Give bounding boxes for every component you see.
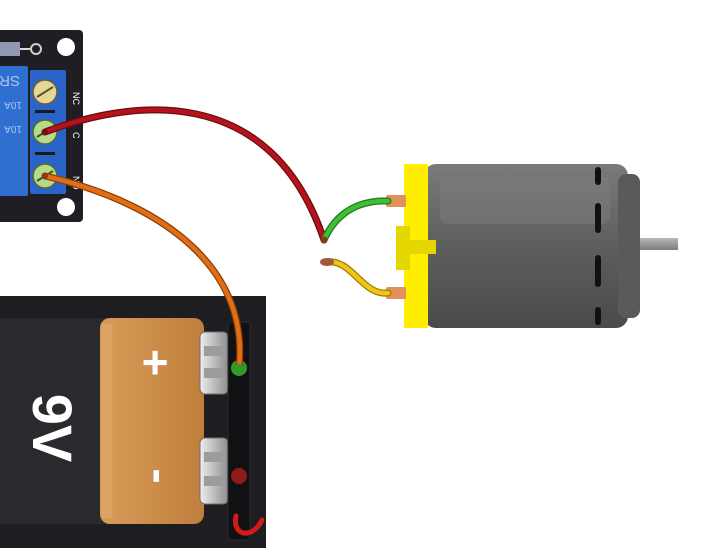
battery-minus-symbol: - xyxy=(134,468,186,483)
motor-tab-bottom xyxy=(386,287,406,299)
wire-end-red xyxy=(42,129,48,135)
battery-terminal-plus xyxy=(199,331,229,395)
motor-lead-yellow-tip xyxy=(320,258,334,266)
snap-red-lead xyxy=(233,513,265,536)
battery-plus-symbol: + xyxy=(142,336,169,388)
wires xyxy=(41,106,392,372)
wire-joint-red-green xyxy=(320,236,328,244)
motor-lead-yellow xyxy=(323,259,391,296)
wire-red xyxy=(42,107,327,243)
terminal-c-label: C xyxy=(71,132,81,139)
terminal-nc-label: NC xyxy=(71,92,81,105)
relay-rating-top: 10A xyxy=(4,99,22,110)
wire-red-outline xyxy=(41,106,328,244)
battery-copper-cap xyxy=(100,318,204,524)
battery-voltage-label: 9V xyxy=(21,394,84,463)
wire-end-orange-relay xyxy=(42,173,48,179)
motor-tab-top xyxy=(386,195,406,207)
wire-end-orange xyxy=(235,364,243,372)
relay-mounting-hole-top xyxy=(57,38,75,56)
motor-shaft xyxy=(636,238,678,250)
dc-motor xyxy=(386,164,678,328)
battery-terminal-minus xyxy=(199,437,229,505)
motor-bushing xyxy=(396,226,410,270)
relay-rating-bottom: 10A xyxy=(4,123,22,134)
relay-brand-text: SR xyxy=(0,72,20,89)
wire-orange xyxy=(42,173,243,371)
snap-contact-minus xyxy=(231,468,247,484)
relay-body xyxy=(0,66,28,196)
motor-body xyxy=(424,164,628,328)
battery-9v: 9V + - xyxy=(0,296,266,548)
relay-mounting-hole-bottom xyxy=(57,198,75,216)
motor-lead-green xyxy=(321,198,391,243)
terminal-nc: NC xyxy=(32,79,81,105)
relay-led xyxy=(30,43,42,55)
battery-body xyxy=(0,318,110,524)
relay-component xyxy=(0,42,20,56)
